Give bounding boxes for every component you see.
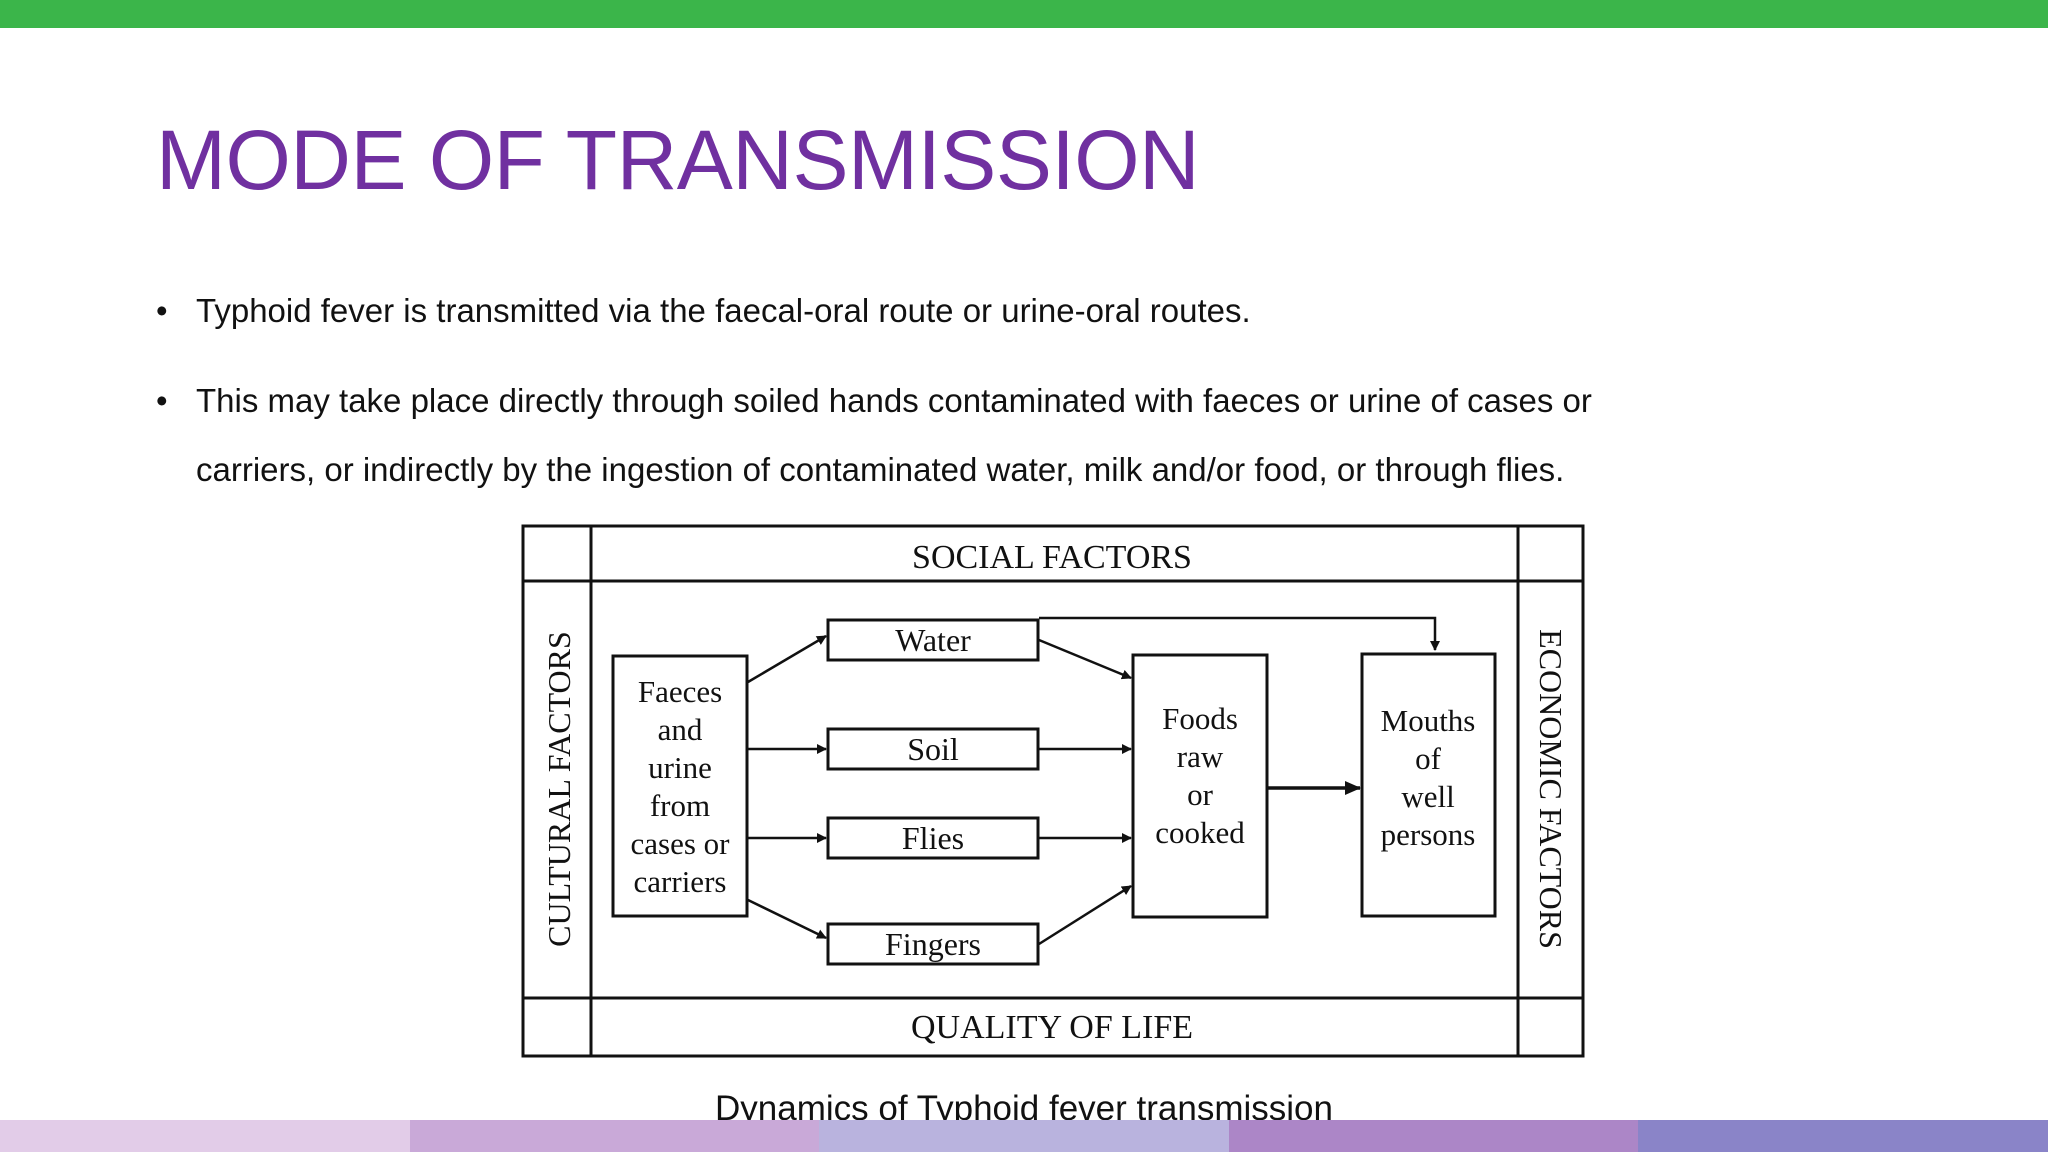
arrow-water-food bbox=[1038, 638, 1132, 680]
vehicle-label-fingers: Fingers bbox=[885, 926, 981, 962]
host-line: of bbox=[1415, 741, 1442, 776]
host-line: persons bbox=[1381, 817, 1476, 852]
cultural-factors-label: CULTURAL FACTORS bbox=[541, 631, 577, 947]
bullet-marker: • bbox=[156, 292, 168, 329]
bullet-list: • Typhoid fever is transmitted via the f… bbox=[156, 276, 1716, 525]
source-line: and bbox=[658, 712, 703, 747]
food-line: Foods bbox=[1162, 701, 1238, 736]
vehicle-label-soil: Soil bbox=[907, 731, 959, 767]
transmission-diagram-svg: SOCIAL FACTORS QUALITY OF LIFE CULTURAL … bbox=[521, 524, 1585, 1058]
bullet-text: This may take place directly through soi… bbox=[196, 382, 1592, 488]
vehicle-box-water bbox=[826, 618, 1040, 662]
bottom-bar-segment bbox=[819, 1120, 1229, 1152]
bullet-item: • Typhoid fever is transmitted via the f… bbox=[156, 276, 1716, 345]
source-box bbox=[611, 654, 749, 918]
source-line: from bbox=[650, 788, 710, 823]
host-line: Mouths bbox=[1381, 703, 1476, 738]
bottom-accent-bar bbox=[0, 1120, 2048, 1152]
bullet-item: • This may take place directly through s… bbox=[156, 366, 1716, 504]
food-line: cooked bbox=[1155, 815, 1245, 850]
source-line: Faeces bbox=[638, 674, 722, 709]
arrow-source-fingers bbox=[747, 898, 827, 940]
arrow-fingers-food bbox=[1038, 884, 1132, 946]
host-box bbox=[1360, 652, 1497, 918]
bullet-text: Typhoid fever is transmitted via the fae… bbox=[196, 292, 1251, 329]
vehicle-box-soil bbox=[826, 727, 1040, 771]
vehicle-label-flies: Flies bbox=[902, 820, 964, 856]
diagram-frame bbox=[521, 524, 1585, 1058]
bottom-bar-segment bbox=[1228, 1120, 1639, 1152]
bullet-marker: • bbox=[156, 382, 168, 419]
source-line: urine bbox=[648, 750, 712, 785]
bottom-bar-segment bbox=[1638, 1120, 2048, 1152]
food-line: or bbox=[1187, 777, 1214, 812]
vehicle-box-fingers bbox=[826, 922, 1040, 966]
slide-title: MODE OF TRANSMISSION bbox=[156, 113, 1200, 207]
bottom-bar-segment bbox=[0, 1120, 410, 1152]
bottom-bar-segment bbox=[409, 1120, 820, 1152]
vehicle-label-water: Water bbox=[895, 622, 971, 658]
source-line: cases or bbox=[631, 826, 731, 861]
arrow-water-mouths bbox=[1039, 616, 1440, 651]
social-factors-label: SOCIAL FACTORS bbox=[912, 539, 1192, 576]
quality-of-life-label: QUALITY OF LIFE bbox=[911, 1009, 1193, 1046]
food-line: raw bbox=[1177, 739, 1224, 774]
food-box bbox=[1131, 653, 1269, 919]
arrow-source-water bbox=[747, 634, 827, 684]
economic-factors-label: ECONOMIC FACTORS bbox=[1533, 629, 1569, 949]
top-accent-bar bbox=[0, 0, 2048, 28]
transmission-diagram: SOCIAL FACTORS QUALITY OF LIFE CULTURAL … bbox=[500, 506, 1610, 1086]
vehicle-box-flies bbox=[826, 816, 1040, 860]
host-line: well bbox=[1401, 779, 1454, 814]
source-line: carriers bbox=[634, 864, 727, 899]
